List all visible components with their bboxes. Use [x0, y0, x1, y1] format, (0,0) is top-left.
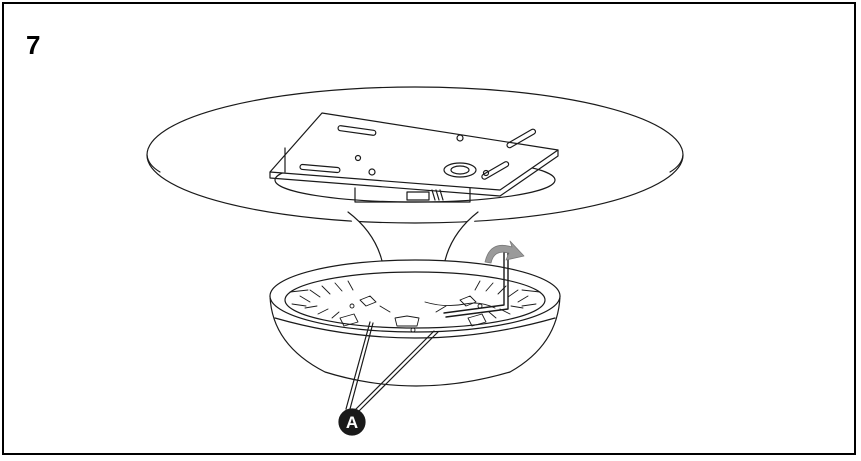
step-number: 7	[26, 30, 41, 60]
curved-arrow-icon	[484, 240, 525, 264]
light-bowl	[269, 259, 561, 387]
led-board	[289, 280, 541, 333]
callout-a-label: A	[346, 413, 358, 432]
callout-a: A	[338, 408, 366, 436]
callout-leaders	[345, 321, 439, 413]
mounting-bracket	[269, 112, 559, 197]
